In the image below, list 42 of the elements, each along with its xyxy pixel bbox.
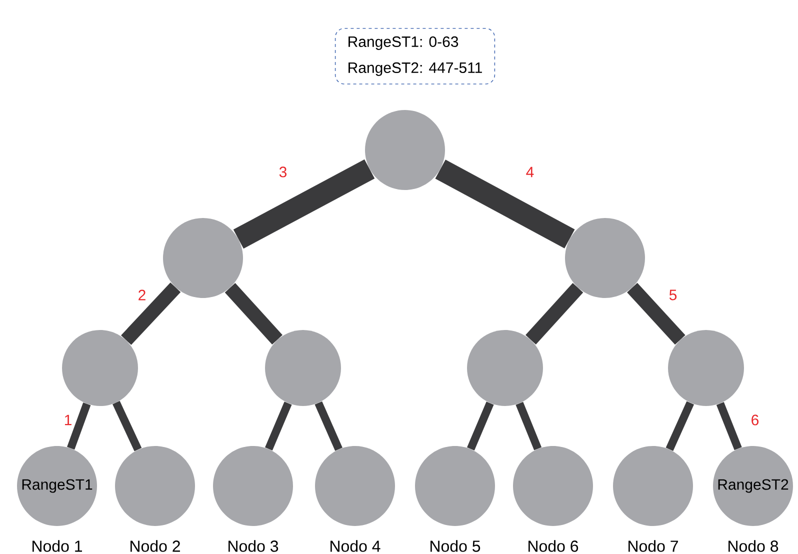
edge-number: 3: [279, 166, 287, 178]
tree-branch: [716, 402, 742, 450]
tree-node-circle: [213, 446, 293, 526]
tree-branch: [121, 282, 181, 345]
node-label: Nodo 8: [728, 540, 778, 552]
tree-branch: [265, 402, 292, 451]
node-label: Nodo 7: [628, 540, 678, 552]
tree-branch: [224, 283, 282, 344]
tree-branch: [233, 159, 375, 249]
node-label: Nodo 5: [430, 540, 480, 552]
tree-branch: [516, 402, 542, 450]
tree-node-circle: [315, 446, 395, 526]
tree-branch: [112, 400, 142, 452]
tree-node-circle: [265, 330, 341, 406]
tree-node-circle: [115, 446, 195, 526]
edge-number: 4: [526, 166, 534, 178]
tree-branch: [627, 282, 686, 345]
edge-number: 5: [669, 290, 677, 300]
tree-node-circle: [467, 330, 543, 406]
node-label: Nodo 2: [130, 540, 180, 552]
tree-branch: [435, 160, 575, 248]
tree-branch: [467, 402, 494, 451]
tree-branch: [314, 401, 342, 451]
node-label: Nodo 3: [228, 540, 278, 552]
tree-branch: [67, 402, 91, 450]
tree-node-circle: [365, 110, 445, 190]
tree-node-circle: [163, 218, 243, 298]
node-label: Nodo 1: [32, 540, 82, 552]
tree-node-circle: [668, 330, 744, 406]
tree-node-circle: [613, 446, 693, 526]
edge-number: 1: [64, 414, 72, 426]
edge-number: 2: [138, 290, 146, 300]
tree-node-circle: [62, 330, 138, 406]
tree-node-circle: [415, 446, 495, 526]
range-box: RangeST1: 0-63 RangeST2: 447-511: [334, 28, 496, 84]
tree-node-circle: [513, 446, 593, 526]
node-label: Nodo 4: [330, 540, 380, 552]
node-label: Nodo 6: [528, 540, 578, 552]
edge-number: 6: [752, 414, 758, 426]
tree-branch: [666, 401, 694, 451]
tree-node-circle: [565, 218, 645, 298]
tree-branch: [526, 283, 584, 344]
